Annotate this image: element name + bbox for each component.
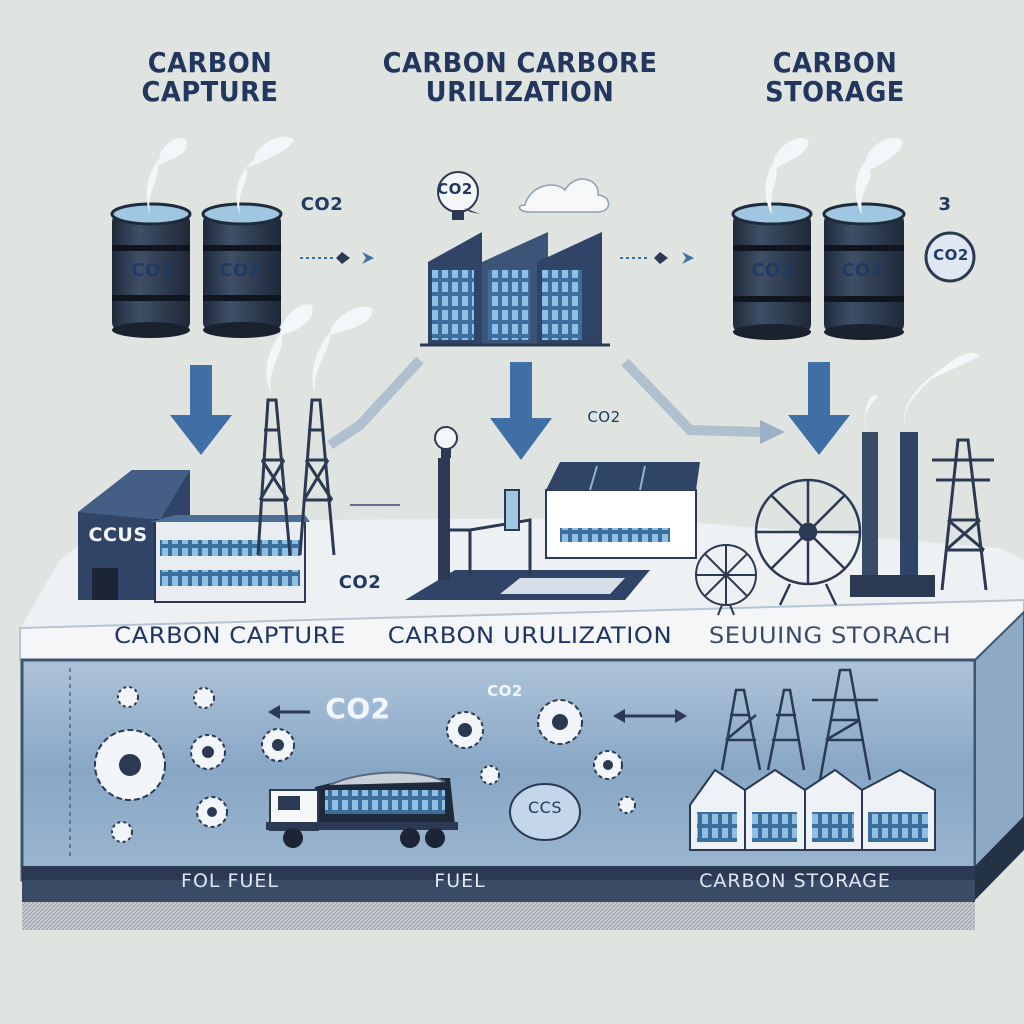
floor-label-left: FOL FUEL — [181, 870, 279, 892]
floor-label-right: CARBON STORAGE — [699, 870, 891, 892]
band-label-capture: CARBON CAPTURE — [114, 624, 346, 649]
lightbulb-icon — [437, 171, 480, 220]
cloud-icon — [518, 178, 610, 213]
co2-label: CO2 — [325, 692, 391, 725]
band-label-utilization: CARBON URULIZATION — [387, 624, 673, 649]
power-tower-icon — [720, 668, 878, 781]
down-arrow-icon — [490, 362, 552, 460]
steam-icon — [765, 138, 903, 215]
gear-icon — [593, 750, 623, 780]
down-arrow-icon — [788, 362, 850, 455]
lightbulb-icon — [434, 426, 458, 458]
capture-barrels-group — [110, 136, 294, 338]
gear-icon — [111, 821, 133, 843]
power-tower-icon — [256, 398, 336, 556]
gear-icon — [480, 765, 500, 785]
barrel-icon — [201, 202, 283, 338]
co2-label: CO2 — [587, 408, 621, 426]
steam-icon — [864, 352, 980, 430]
gear-icon — [190, 734, 226, 770]
utilization-buildings — [420, 171, 610, 347]
storage-barrels-group — [731, 138, 976, 340]
gear-icon — [117, 686, 139, 708]
co2-label: CO2 — [338, 572, 382, 593]
title-carbon-storage: CARBON STORAGE — [765, 46, 905, 109]
gear-icon — [94, 729, 166, 801]
barrel-label: CO2 — [751, 260, 794, 281]
gear-icon — [261, 728, 295, 762]
storage-plant — [695, 352, 994, 616]
co2-label: CO2 — [437, 180, 473, 198]
power-tower-icon — [932, 438, 994, 591]
co2-bubble-icon — [924, 231, 976, 283]
fan-icon — [754, 478, 862, 606]
barrel-icon — [110, 202, 192, 338]
ccs-label: CCS — [528, 798, 562, 817]
barrel-label: CO2 — [219, 260, 262, 281]
fan-icon — [695, 544, 757, 616]
title-carbon-capture: CARBON CAPTURE — [141, 46, 279, 109]
barrel-label: CO2 — [841, 260, 884, 281]
flow-arrows — [170, 252, 850, 723]
steam-icon — [266, 304, 373, 395]
barrel-icon — [822, 202, 906, 340]
underground-gears — [94, 686, 636, 843]
utilization-plant — [405, 426, 700, 600]
down-arrow-icon — [170, 365, 232, 455]
dump-truck-icon — [266, 771, 458, 848]
steam-icon — [146, 136, 294, 215]
floor-label-middle: FUEL — [434, 870, 486, 892]
gear-icon — [196, 796, 228, 828]
factory-sign: CCUS — [88, 524, 148, 546]
ccus-factory — [78, 304, 373, 603]
band-label-storage: SEUUING STORACH — [708, 624, 952, 649]
gear-icon — [193, 687, 215, 709]
storage-sheds — [689, 668, 936, 851]
gear-icon — [446, 711, 484, 749]
barrel-icon — [731, 202, 813, 340]
title-carbon-utilization: CARBON CARBORE URILIZATION — [382, 46, 658, 109]
barrel-label: CO2 — [131, 260, 174, 281]
gear-icon — [537, 699, 583, 745]
co2-label: CO2 — [487, 682, 523, 700]
co2-bubble-label: CO2 — [933, 246, 969, 264]
ccs-bubble-icon — [509, 783, 581, 841]
co2-label: 3 — [938, 194, 952, 215]
co2-label: CO2 — [300, 194, 344, 215]
gear-icon — [618, 796, 636, 814]
